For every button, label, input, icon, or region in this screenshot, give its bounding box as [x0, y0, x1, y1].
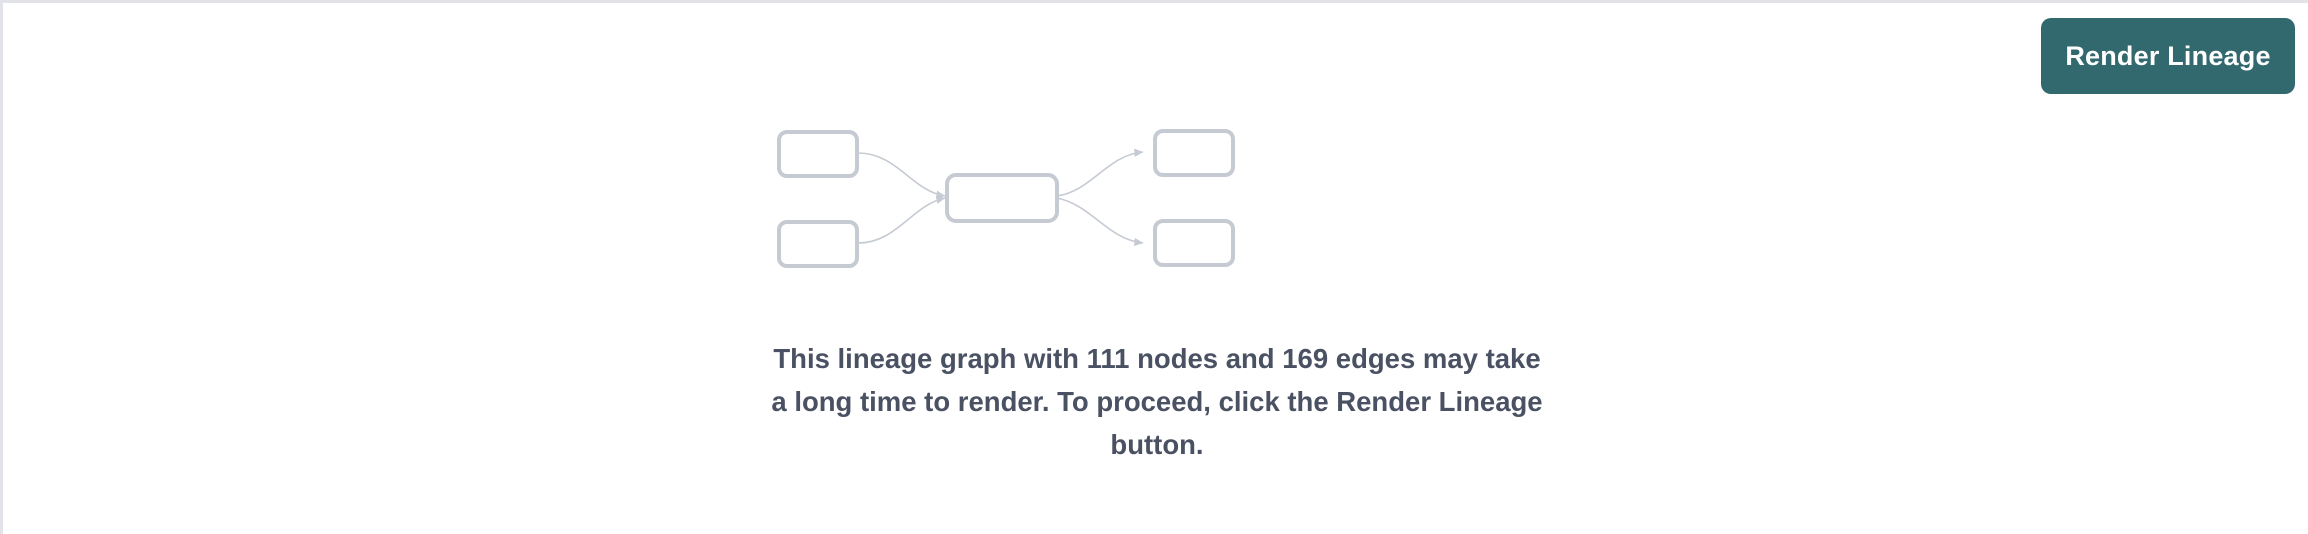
edge-left-2-to-center	[857, 195, 946, 244]
lineage-empty-state: This lineage graph with 111 nodes and 16…	[3, 3, 2308, 534]
edge-left-1-to-center	[857, 152, 946, 199]
edge-center-to-right-1	[1056, 148, 1144, 197]
lineage-graph-illustration	[777, 129, 1235, 268]
illustration-node-right-2	[1153, 219, 1235, 267]
illustration-node-left-2	[777, 220, 859, 268]
render-lineage-button[interactable]: Render Lineage	[2041, 18, 2295, 94]
edge-center-to-right-2	[1056, 197, 1144, 247]
illustration-node-right-1	[1153, 129, 1235, 177]
illustration-node-center-1	[945, 173, 1059, 223]
illustration-node-left-1	[777, 130, 859, 178]
lineage-warning-message: This lineage graph with 111 nodes and 16…	[771, 343, 1543, 460]
